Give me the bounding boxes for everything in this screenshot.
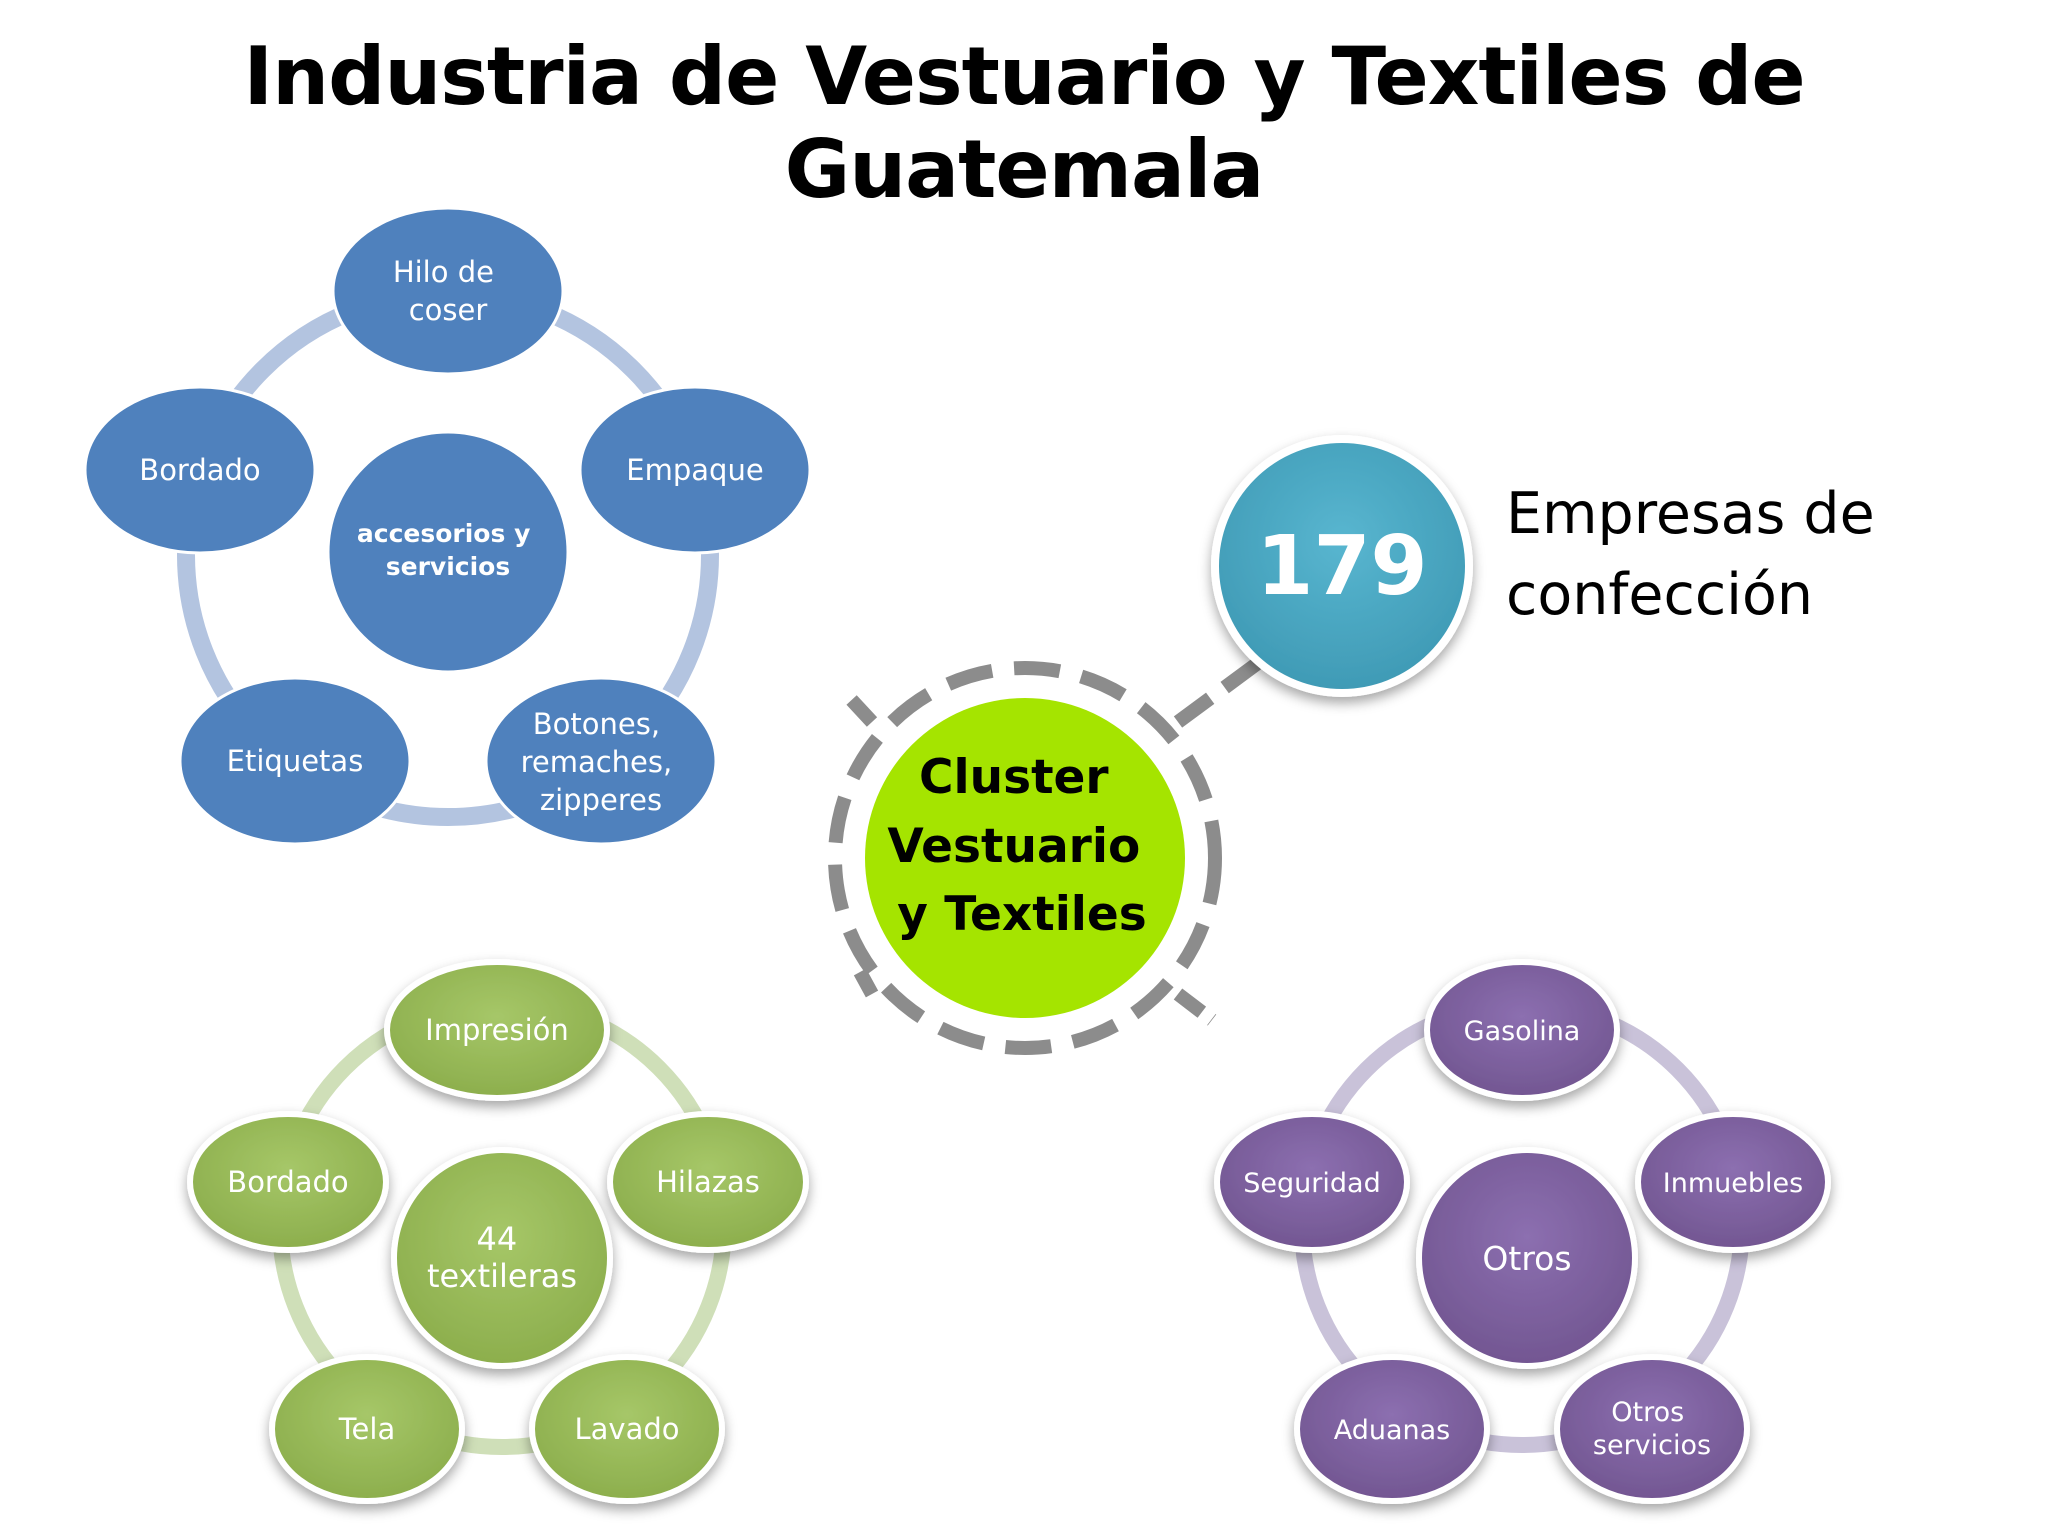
- cluster-line: y Textiles: [897, 887, 1147, 942]
- node-label: Inmuebles: [1663, 1168, 1803, 1199]
- node-label: Etiquetas: [227, 744, 364, 778]
- page-title: Industria de Vestuario y Textiles de Gua…: [243, 30, 1805, 216]
- cluster-label: Cluster Vestuario y Textiles: [887, 750, 1156, 942]
- blue-node-bordado: Bordado: [83, 385, 317, 555]
- connector-dashed: [1173, 988, 1217, 1026]
- svg-text:Aduanas: Aduanas: [1334, 1415, 1451, 1446]
- purple-node-gasolina: Gasolina: [1424, 959, 1620, 1101]
- cluster-line: Vestuario: [887, 819, 1140, 874]
- blue-node-botones: Botones, remaches, zipperes: [484, 676, 718, 846]
- blue-cycle: accesorios y servicios Hilo de coser Emp…: [83, 206, 812, 846]
- svg-text:Hilo de coser: Hilo de coser: [393, 255, 503, 327]
- svg-text:Etiquetas: Etiquetas: [227, 744, 364, 778]
- green-center-line: textileras: [427, 1257, 577, 1295]
- purple-center-label: Otros: [1482, 1239, 1571, 1278]
- cluster-center-node: [865, 698, 1185, 1018]
- node-label: Impresión: [425, 1013, 569, 1047]
- blue-center-line: accesorios y: [357, 519, 530, 548]
- cluster-dashed-ring: [828, 661, 1222, 1055]
- node-label: Otros: [1611, 1397, 1684, 1428]
- node-label: Hilazas: [656, 1165, 760, 1199]
- node-label: Gasolina: [1464, 1016, 1581, 1047]
- node-label: Tela: [338, 1412, 395, 1446]
- green-node-impresion: Impresión: [384, 959, 610, 1101]
- node-label: zipperes: [540, 783, 662, 817]
- purple-center-node: [1416, 1147, 1638, 1369]
- svg-text:Impresión: Impresión: [425, 1013, 569, 1047]
- node-label: Bordado: [227, 1165, 348, 1199]
- svg-text:Lavado: Lavado: [574, 1412, 679, 1446]
- green-node-bordado: Bordado: [187, 1111, 389, 1253]
- node-label: Seguridad: [1243, 1168, 1380, 1199]
- blue-node-hilo-de-coser: Hilo de coser: [331, 206, 565, 376]
- purple-cycle: Otros Gasolina Inmuebles Otros servicios…: [1214, 959, 1831, 1504]
- blue-node-etiquetas: Etiquetas: [178, 676, 412, 846]
- svg-text:Hilazas: Hilazas: [656, 1165, 760, 1199]
- purple-node-inmuebles: Inmuebles: [1635, 1111, 1831, 1253]
- node-label: remaches,: [521, 745, 673, 779]
- stat-number: 179: [1256, 519, 1427, 614]
- svg-text:Bordado: Bordado: [227, 1165, 348, 1199]
- blue-center-label: accesorios y servicios: [357, 519, 539, 581]
- svg-text:Otros servicios: Otros servicios: [1593, 1397, 1711, 1461]
- svg-text:Bordado: Bordado: [139, 453, 260, 487]
- green-node-hilazas: Hilazas: [607, 1111, 809, 1253]
- purple-node-otros-servicios: Otros servicios: [1554, 1354, 1750, 1504]
- svg-text:Empaque: Empaque: [626, 453, 763, 487]
- node-label: Lavado: [574, 1412, 679, 1446]
- svg-text:Botones, remaches,: Botones, remaches, zipperes: [521, 707, 682, 817]
- green-center-node: [391, 1147, 613, 1369]
- blue-center-line: servicios: [386, 552, 510, 581]
- connector-dashed: [1173, 654, 1267, 728]
- stat-label-line: Empresas de: [1506, 481, 1875, 547]
- node-label: Botones,: [533, 707, 660, 741]
- purple-node-seguridad: Seguridad: [1214, 1111, 1410, 1253]
- node-label: coser: [409, 293, 488, 327]
- connector-dashed: [840, 689, 878, 727]
- stat-label-line: confección: [1506, 562, 1813, 628]
- node-label: Aduanas: [1334, 1415, 1451, 1446]
- svg-text:Gasolina: Gasolina: [1464, 1016, 1581, 1047]
- green-center-line: 44: [477, 1220, 518, 1258]
- svg-text:Inmuebles: Inmuebles: [1663, 1168, 1803, 1199]
- node-label: Bordado: [139, 453, 260, 487]
- blue-node-empaque: Empaque: [578, 385, 812, 555]
- green-node-tela: Tela: [269, 1354, 465, 1504]
- stat-label: Empresas de confección: [1506, 481, 1893, 628]
- stat-circle: [1211, 435, 1473, 697]
- purple-center-line: Otros: [1482, 1239, 1571, 1278]
- node-label: Hilo de: [393, 255, 494, 289]
- green-node-lavado: Lavado: [529, 1354, 725, 1504]
- green-cycle: 44 textileras Impresión Hilazas Lavado T…: [187, 959, 809, 1504]
- svg-text:Tela: Tela: [338, 1412, 395, 1446]
- node-label: Empaque: [626, 453, 763, 487]
- stat-group: 179 Empresas de confección: [1211, 435, 1893, 697]
- center-cluster: Cluster Vestuario y Textiles: [828, 654, 1267, 1055]
- purple-node-aduanas: Aduanas: [1294, 1354, 1490, 1504]
- node-label: servicios: [1593, 1430, 1711, 1461]
- green-center-label: 44 textileras: [427, 1220, 577, 1295]
- svg-text:Seguridad: Seguridad: [1243, 1168, 1380, 1199]
- connector-dashed: [853, 968, 879, 998]
- blue-center-node: [326, 430, 570, 674]
- cluster-line: Cluster: [919, 750, 1109, 805]
